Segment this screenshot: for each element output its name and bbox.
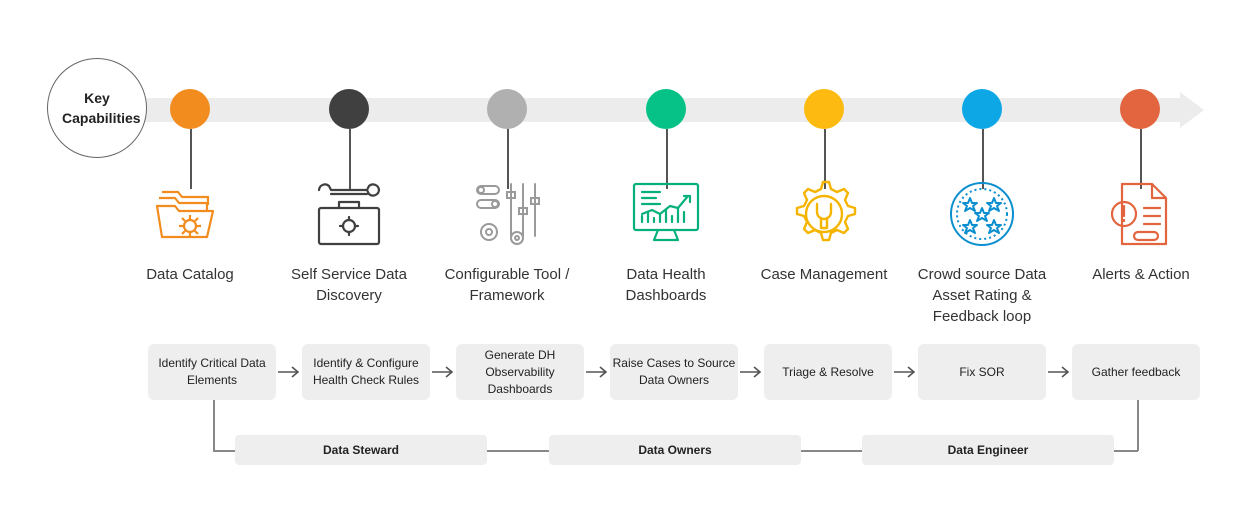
- step-arrow-icon: [432, 366, 454, 378]
- step-box: Identify & Configure Health Check Rules: [302, 344, 430, 400]
- role-data-steward: Data Steward: [235, 435, 487, 465]
- timeline-arrow-head: [1180, 92, 1204, 128]
- connector-line: [824, 129, 826, 189]
- step-arrow-icon: [586, 366, 608, 378]
- role-connector-line: [213, 450, 235, 452]
- step-arrow-icon: [894, 366, 916, 378]
- role-data-engineer: Data Engineer: [862, 435, 1114, 465]
- capability-label-self-service: Self Service Data Discovery: [291, 266, 407, 304]
- toolbox-wrench-icon: [317, 183, 381, 246]
- role-connector-line: [1114, 450, 1138, 452]
- role-connector-line: [1137, 400, 1139, 451]
- capability-dot-self-service: [329, 89, 369, 129]
- sliders-gears-icon: [476, 183, 540, 245]
- step-box: Triage & Resolve: [764, 344, 892, 400]
- capability-dot-crowd-source: [962, 89, 1002, 129]
- capability-dot-case-management: [804, 89, 844, 129]
- capability-dot-data-catalog: [170, 89, 210, 129]
- step-arrow-icon: [740, 366, 762, 378]
- role-connector-line: [213, 400, 215, 450]
- step-box: Identify Critical Data Elements: [148, 344, 276, 400]
- gear-wrench-icon: [795, 180, 857, 242]
- step-box: Generate DH Observability Dashboards: [456, 344, 584, 400]
- capability-label-dashboards: Data Health Dashboards: [625, 266, 707, 304]
- connector-line: [666, 129, 668, 189]
- capability-dot-configurable: [487, 89, 527, 129]
- capability-dot-alerts: [1120, 89, 1160, 129]
- capability-label-crowd-source: Crowd source Data Asset Rating & Feedbac…: [917, 266, 1047, 325]
- connector-line: [507, 129, 509, 189]
- key-capabilities-label: Key Capabilities: [62, 90, 141, 126]
- connector-line: [1140, 129, 1142, 189]
- capability-label-configurable: Configurable Tool / Framework: [444, 266, 570, 304]
- key-capabilities-circle: Key Capabilities: [47, 58, 147, 158]
- capability-label-case-management: Case Management: [760, 266, 888, 283]
- connector-line: [349, 129, 351, 189]
- capability-label-data-catalog: Data Catalog: [146, 266, 234, 283]
- step-box: Raise Cases to Source Data Owners: [610, 344, 738, 400]
- step-box: Fix SOR: [918, 344, 1046, 400]
- connector-line: [190, 129, 192, 189]
- step-arrow-icon: [1048, 366, 1070, 378]
- role-connector-line: [487, 450, 549, 452]
- role-connector-line: [801, 450, 862, 452]
- folders-gear-icon: [155, 190, 215, 239]
- capability-dot-dashboards: [646, 89, 686, 129]
- monitor-chart-icon: [632, 182, 700, 242]
- step-box: Gather feedback: [1072, 344, 1200, 400]
- capability-label-alerts: Alerts & Action: [1092, 266, 1190, 283]
- role-data-owners: Data Owners: [549, 435, 801, 465]
- document-alert-icon: [1110, 182, 1168, 246]
- connector-line: [982, 129, 984, 189]
- stars-circle-icon: [950, 182, 1014, 246]
- step-arrow-icon: [278, 366, 300, 378]
